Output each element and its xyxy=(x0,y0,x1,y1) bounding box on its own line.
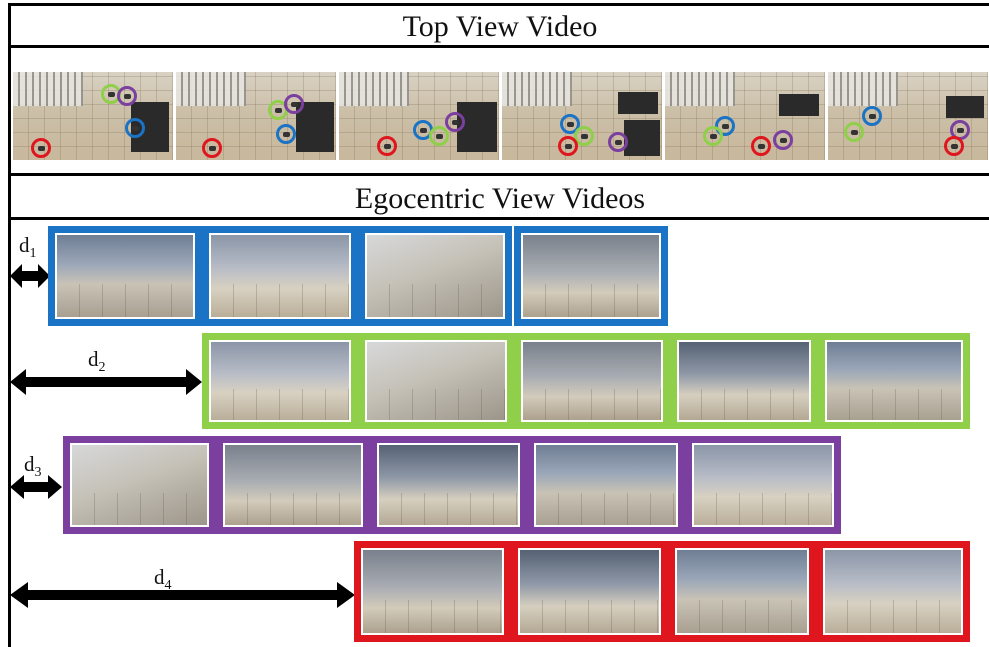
green-marker xyxy=(429,126,449,146)
egocentric-frame-red xyxy=(511,541,668,642)
green-marker xyxy=(574,126,594,146)
top-view-frame xyxy=(339,72,499,160)
egocentric-frame-green xyxy=(514,333,670,429)
green-marker xyxy=(844,122,864,142)
top-view-frame xyxy=(13,72,173,160)
divider-3 xyxy=(8,217,989,220)
purple-marker xyxy=(773,130,793,150)
distance-arrow-d4 xyxy=(10,582,355,608)
egocentric-frame-blue xyxy=(48,226,202,326)
egocentric-frame-red xyxy=(354,541,511,642)
distance-arrow-d1 xyxy=(10,264,50,288)
red-marker xyxy=(751,136,771,156)
egocentric-frame-purple xyxy=(685,436,841,534)
blue-marker xyxy=(276,124,296,144)
red-marker xyxy=(944,136,964,156)
blue-marker xyxy=(862,106,882,126)
divider-top xyxy=(8,3,989,6)
egocentric-view-title: Egocentric View Videos xyxy=(354,182,646,215)
divider-2 xyxy=(8,173,989,176)
red-marker xyxy=(31,138,51,158)
egocentric-frame-red xyxy=(816,541,970,642)
egocentric-frame-purple xyxy=(370,436,527,534)
distance-arrow-d2 xyxy=(10,369,202,395)
egocentric-frame-green xyxy=(202,333,358,429)
distance-label-d2: d2 xyxy=(88,347,106,376)
egocentric-frame-green xyxy=(358,333,514,429)
egocentric-frame-green xyxy=(818,333,970,429)
blue-marker xyxy=(125,118,145,138)
top-view-frame xyxy=(665,72,825,160)
divider-1 xyxy=(8,45,989,48)
red-marker xyxy=(202,138,222,158)
egocentric-frame-blue xyxy=(514,226,668,326)
blue-marker xyxy=(560,114,580,134)
red-marker xyxy=(377,136,397,156)
distance-arrow-d3 xyxy=(10,475,62,499)
purple-marker xyxy=(445,112,465,132)
distance-label-d4: d4 xyxy=(154,565,172,594)
top-view-frame xyxy=(828,72,988,160)
top-view-title: Top View Video xyxy=(402,10,598,43)
distance-label-d3: d3 xyxy=(24,452,42,481)
egocentric-frame-red xyxy=(668,541,816,642)
purple-marker xyxy=(284,94,304,114)
green-marker xyxy=(703,126,723,146)
egocentric-frame-purple xyxy=(63,436,216,534)
top-view-strip xyxy=(13,72,988,162)
top-view-frame xyxy=(502,72,662,160)
red-marker xyxy=(558,136,578,156)
egocentric-frame-purple xyxy=(216,436,370,534)
egocentric-frame-green xyxy=(670,333,818,429)
distance-label-d1: d1 xyxy=(19,233,37,262)
purple-marker xyxy=(117,86,137,106)
top-view-frame xyxy=(176,72,336,160)
purple-marker xyxy=(608,132,628,152)
egocentric-frame-purple xyxy=(527,436,685,534)
egocentric-frame-blue xyxy=(358,226,512,326)
egocentric-frame-blue xyxy=(202,226,358,326)
